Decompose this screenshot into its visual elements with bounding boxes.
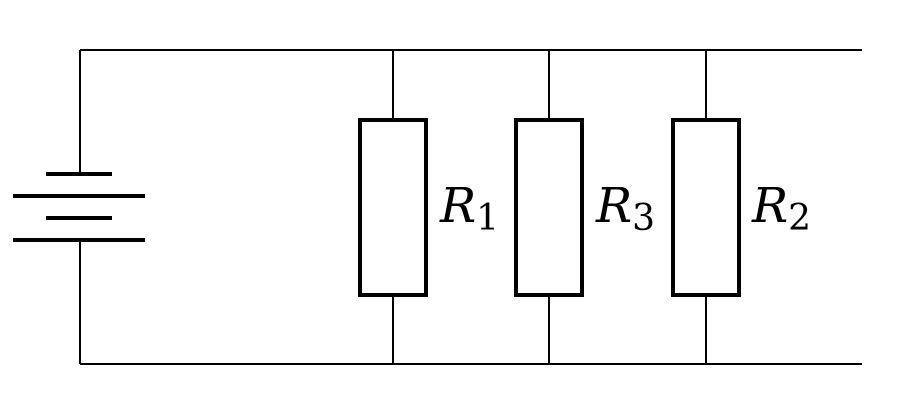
r2-label-letter: R: [751, 178, 788, 234]
r1-label-subscript: 1: [476, 198, 499, 239]
r3-body: [514, 118, 584, 297]
r2-body: [671, 118, 741, 297]
resistor-r1: R1: [358, 50, 499, 364]
resistor-r3: R3: [514, 50, 655, 364]
r1-body: [358, 118, 428, 297]
battery-symbol: [13, 172, 145, 242]
r3-label-letter: R: [595, 178, 632, 234]
r1-label-letter: R: [439, 178, 476, 234]
r1-label: R1: [439, 178, 499, 239]
r3-label-subscript: 3: [632, 198, 655, 239]
r3-label: R3: [595, 178, 655, 239]
r2-label-subscript: 2: [788, 198, 811, 239]
r2-label: R2: [751, 178, 811, 239]
resistor-r2: R2: [671, 50, 811, 364]
